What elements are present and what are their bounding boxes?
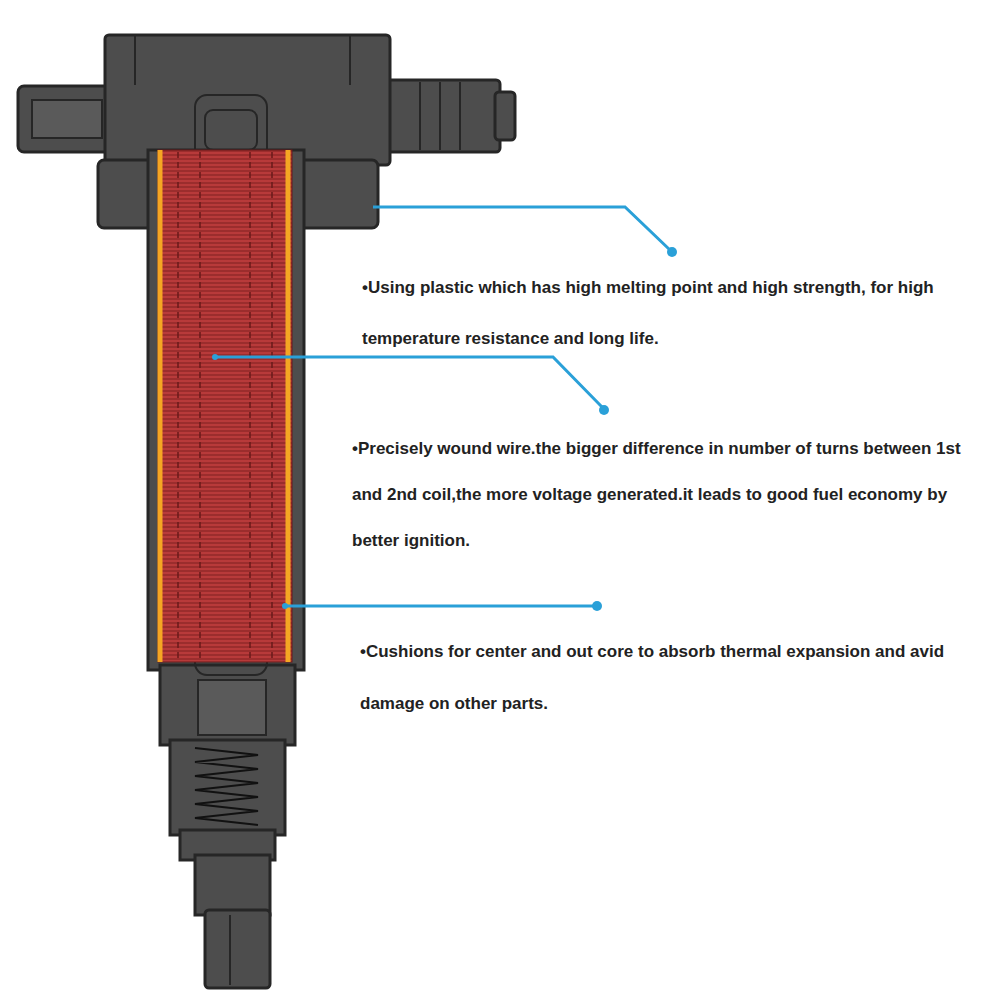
- callout-note: •Precisely wound wire.the bigger differe…: [352, 426, 977, 564]
- callout-note: •Using plastic which has high melting po…: [362, 262, 977, 364]
- callout-note: •Cushions for center and out core to abs…: [360, 626, 990, 730]
